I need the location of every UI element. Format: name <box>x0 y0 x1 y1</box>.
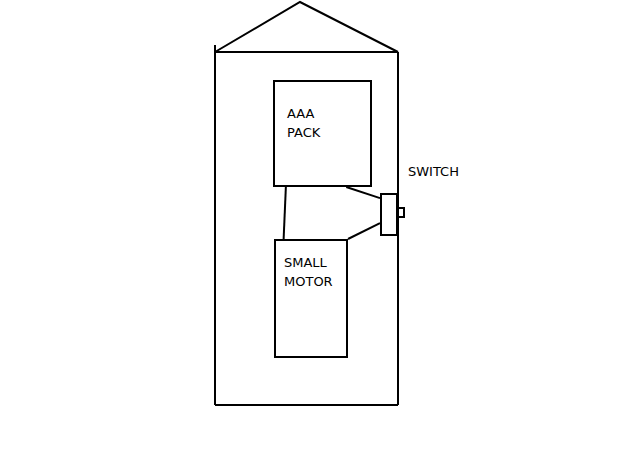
node-label: SWITCH <box>408 162 459 181</box>
motor-box: SMALL MOTOR <box>274 239 348 358</box>
wire <box>284 187 286 239</box>
switch-symbol: SWITCH <box>380 193 398 236</box>
battery-box: AAA PACK <box>273 80 372 187</box>
node-label: SMALL MOTOR <box>284 253 342 291</box>
housing <box>215 2 398 405</box>
switch-button <box>397 207 405 218</box>
node-label: AAA PACK <box>287 104 333 142</box>
wire <box>348 223 380 239</box>
wire <box>346 187 380 198</box>
